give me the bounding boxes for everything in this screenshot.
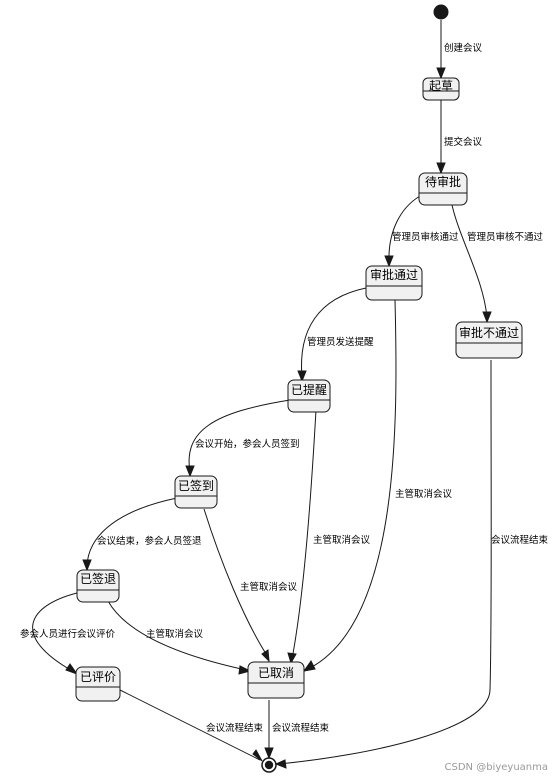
state-pending: 待审批 — [418, 172, 468, 206]
state-approved: 审批通过 — [365, 265, 423, 301]
edge-rejected-end — [274, 359, 492, 769]
edge-submit — [436, 100, 446, 175]
edge-label-evaluate: 参会人员进行会议评价 — [20, 628, 116, 640]
state-label-signed-in: 已签到 — [178, 478, 214, 493]
state-label-evaluated: 已评价 — [80, 670, 116, 684]
edge-label-submit: 提交会议 — [444, 136, 483, 148]
state-label-signed-out: 已签退 — [80, 571, 116, 586]
edge-label-create: 创建会议 — [444, 42, 483, 54]
edge-label-rejected-end: 会议流程结束 — [491, 534, 549, 546]
state-reminded: 已提醒 — [287, 379, 331, 413]
edge-label-send-reminder: 管理员发送提醒 — [307, 336, 374, 348]
edge-label-start-signin: 会议开始，参会人员签到 — [195, 438, 300, 450]
edge-cancelled-end — [264, 700, 274, 760]
state-label-approved: 审批通过 — [370, 267, 418, 282]
edge-send-reminder — [297, 287, 367, 383]
edge-label-cancel-signed-out: 主管取消会议 — [146, 628, 204, 640]
edge-label-cancel-approved: 主管取消会议 — [395, 488, 453, 500]
state-label-reminded: 已提醒 — [291, 382, 327, 397]
state-signed-out: 已签退 — [76, 569, 120, 603]
state-evaluated: 已评价 — [75, 666, 121, 702]
edge-admin-reject — [451, 204, 492, 324]
state-label-pending: 待审批 — [425, 174, 461, 189]
edge-create — [436, 20, 446, 80]
edge-evaluated-end — [119, 689, 263, 762]
edge-cancel-signed-in — [203, 508, 270, 663]
edge-cancel-signed-out — [107, 600, 252, 675]
edge-label-admin-reject: 管理员审核不通过 — [467, 231, 544, 243]
edge-label-evaluated-end: 会议流程结束 — [206, 722, 264, 734]
edge-label-cancel-reminded: 主管取消会议 — [313, 534, 371, 546]
edge-evaluate — [32, 592, 79, 676]
final-node — [261, 757, 277, 773]
state-draft: 起草 — [422, 77, 460, 101]
edge-label-end-signout: 会议结束，参会人员签退 — [97, 535, 202, 547]
edge-end-signout — [82, 497, 178, 572]
edge-label-cancelled-end: 会议流程结束 — [272, 722, 330, 734]
state-cancelled: 已取消 — [247, 661, 305, 699]
edge-admin-approve — [384, 195, 421, 268]
edge-label-admin-approve: 管理员审核通过 — [392, 231, 459, 243]
state-label-rejected: 审批不通过 — [459, 325, 519, 340]
state-rejected: 审批不通过 — [455, 321, 523, 359]
edge-start-signin — [185, 399, 291, 478]
watermark: CSDN @biyeyuanma — [444, 762, 548, 773]
edge-cancel-approved — [302, 299, 397, 672]
edge-cancel-reminded — [287, 409, 317, 665]
state-signed-in: 已签到 — [174, 475, 218, 509]
initial-node — [433, 4, 449, 20]
state-label-draft: 起草 — [429, 79, 453, 93]
edge-label-cancel-signed-in: 主管取消会议 — [240, 581, 298, 593]
state-label-cancelled: 已取消 — [258, 666, 294, 680]
